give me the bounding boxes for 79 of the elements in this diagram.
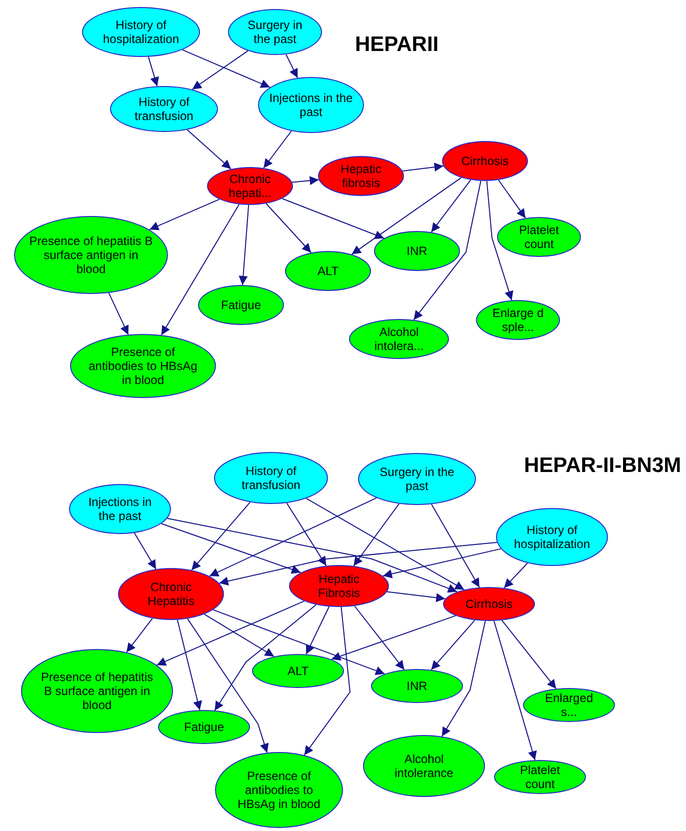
arrow	[263, 130, 292, 168]
model-name-label: HEPAR-II-BN3M	[524, 454, 682, 478]
symptom-node: Presence of antibodies to HBsAg in blood	[70, 334, 216, 398]
arrow	[182, 49, 270, 88]
cause-node: History of hospitalization	[496, 508, 608, 566]
arrow	[486, 180, 514, 301]
symptom-node: ALT	[285, 251, 371, 291]
arrow	[266, 203, 312, 254]
symptom-node: INR	[374, 231, 460, 271]
arrow	[354, 606, 405, 670]
arrow	[160, 523, 302, 574]
arrow	[108, 292, 129, 336]
arrow	[386, 591, 446, 602]
arrow	[149, 198, 220, 230]
arrow	[176, 619, 202, 711]
disease-node: Cirrhosis	[442, 141, 528, 181]
symptom-node: Presence of antibodies to HBsAg in blood	[215, 752, 343, 828]
arrow	[430, 179, 472, 233]
symptom-node: ALT	[252, 654, 344, 688]
arrow	[504, 562, 528, 588]
arrow	[208, 497, 377, 577]
arrow	[148, 56, 159, 87]
symptom-node: Enlarged s...	[523, 688, 615, 722]
arrow	[430, 620, 476, 670]
arrow	[218, 542, 498, 586]
cause-node: Surgery in the past	[228, 9, 322, 55]
symptom-node: Presence of hepatitis B surface antigen in blood	[21, 649, 173, 733]
arrow	[353, 503, 400, 566]
cause-node: Surgery in the past	[358, 453, 476, 505]
arrow	[192, 50, 248, 90]
disease-node: Hepatic Fibrosis	[289, 565, 389, 607]
symptom-node: Platelet count	[497, 217, 581, 257]
arrow	[498, 180, 526, 219]
cause-node: Injections in the past	[69, 484, 171, 534]
arrow	[306, 498, 465, 590]
arrow	[160, 204, 240, 336]
cause-node: Injections in the past	[258, 77, 364, 133]
arrow	[351, 177, 462, 255]
arrow	[494, 620, 537, 761]
arrow	[126, 618, 153, 653]
arrow	[212, 609, 386, 675]
arrow	[306, 606, 330, 655]
cause-node: History of hospitalization	[82, 7, 200, 57]
arrow	[187, 618, 269, 754]
arrow	[204, 614, 275, 657]
arrow	[292, 176, 320, 186]
symptom-node: INR	[371, 669, 463, 703]
arrow	[166, 518, 458, 593]
symptom-node: Alcohol intolerance	[363, 735, 485, 797]
model-name-label: HEPARII	[355, 33, 439, 57]
arrow	[156, 600, 305, 666]
arrow	[431, 504, 480, 588]
arrow	[286, 502, 327, 566]
arrow	[134, 532, 156, 570]
arrow	[214, 604, 317, 711]
symptom-node: Enlarge d sple...	[476, 300, 560, 340]
disease-node: Hepatic fibrosis	[318, 156, 404, 196]
arrow	[441, 620, 486, 737]
arrow	[501, 620, 557, 690]
disease-node: Chronic Hepatitis	[118, 568, 224, 620]
arrow	[282, 198, 384, 240]
symptom-node: Fatigue	[158, 710, 250, 744]
symptom-node: Fatigue	[198, 285, 284, 325]
symptom-node: Presence of hepatitis B surface antigen in blood	[14, 216, 168, 294]
arrow	[186, 129, 232, 170]
arrow	[330, 615, 456, 661]
arrow	[402, 162, 444, 172]
disease-node: Cirrhosis	[443, 587, 535, 621]
arrow	[238, 204, 250, 286]
arrow	[286, 54, 298, 78]
arrow	[382, 548, 502, 578]
arrow	[304, 606, 351, 756]
cause-node: History of transfusion	[110, 86, 218, 132]
symptom-node: Alcohol intolera...	[349, 319, 449, 359]
symptom-node: Platelet count	[494, 760, 586, 794]
disease-node: Chronic hepati...	[207, 167, 293, 205]
arrow	[191, 502, 251, 571]
arrow	[413, 180, 482, 320]
cause-node: History of transfusion	[214, 452, 328, 504]
